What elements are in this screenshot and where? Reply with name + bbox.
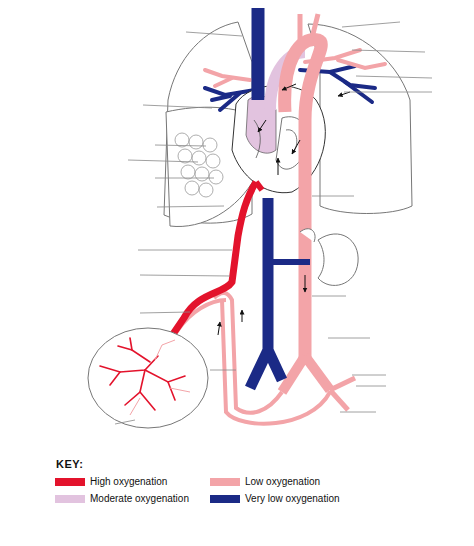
legend-swatch xyxy=(210,495,240,503)
legend-text: Low oxygenation xyxy=(245,476,320,488)
key-heading: KEY: xyxy=(56,458,83,470)
legend-text: Very low oxygenation xyxy=(245,493,340,505)
legend-text: High oxygenation xyxy=(90,476,167,488)
legend-text: Moderate oxygenation xyxy=(90,493,189,505)
legend-swatch xyxy=(210,478,240,486)
legend-swatch xyxy=(55,478,85,486)
legend-swatch xyxy=(55,495,85,503)
